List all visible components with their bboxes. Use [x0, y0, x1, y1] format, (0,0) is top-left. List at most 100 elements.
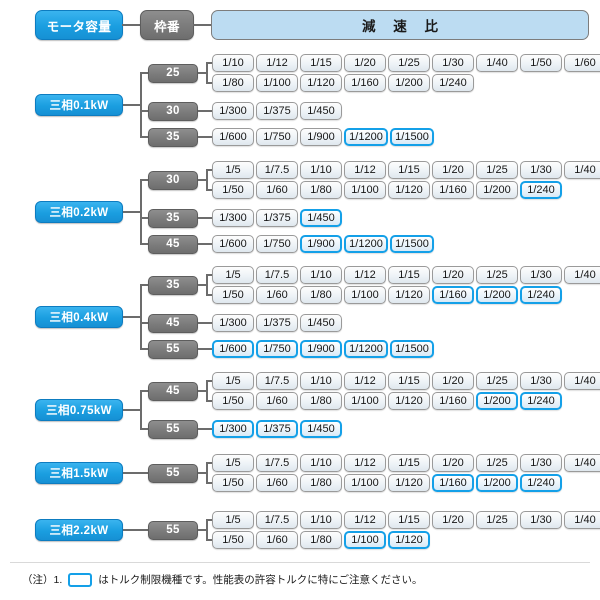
ratio-chip[interactable]: 1/7.5: [256, 266, 298, 284]
ratio-chip[interactable]: 1/25: [476, 161, 518, 179]
ratio-chip[interactable]: 1/80: [300, 392, 342, 410]
ratio-chip[interactable]: 1/100: [256, 74, 298, 92]
frame-number-label[interactable]: 35: [148, 275, 198, 295]
ratio-chip[interactable]: 1/10: [300, 266, 342, 284]
frame-number-label[interactable]: 35: [148, 127, 198, 147]
ratio-chip-torque-limited[interactable]: 1/1500: [390, 235, 434, 253]
ratio-chip[interactable]: 1/30: [520, 511, 562, 529]
ratio-chip[interactable]: 1/12: [344, 161, 386, 179]
ratio-chip[interactable]: 1/300: [212, 314, 254, 332]
ratio-chip[interactable]: 1/40: [564, 266, 600, 284]
ratio-chip[interactable]: 1/200: [476, 181, 518, 199]
frame-number-label[interactable]: 35: [148, 208, 198, 228]
ratio-chip[interactable]: 1/10: [300, 454, 342, 472]
ratio-chip[interactable]: 1/50: [212, 181, 254, 199]
ratio-chip[interactable]: 1/20: [432, 511, 474, 529]
ratio-chip-torque-limited[interactable]: 1/750: [256, 340, 298, 358]
ratio-chip[interactable]: 1/160: [432, 181, 474, 199]
frame-number-label[interactable]: 55: [148, 463, 198, 483]
ratio-chip-torque-limited[interactable]: 1/240: [520, 474, 562, 492]
ratio-chip-torque-limited[interactable]: 1/1200: [344, 128, 388, 146]
ratio-chip[interactable]: 1/120: [388, 181, 430, 199]
ratio-chip[interactable]: 1/80: [212, 74, 254, 92]
ratio-chip[interactable]: 1/25: [388, 54, 430, 72]
ratio-chip[interactable]: 1/20: [432, 266, 474, 284]
ratio-chip[interactable]: 1/7.5: [256, 511, 298, 529]
ratio-chip[interactable]: 1/10: [300, 372, 342, 390]
ratio-chip[interactable]: 1/30: [520, 161, 562, 179]
ratio-chip[interactable]: 1/7.5: [256, 372, 298, 390]
ratio-chip[interactable]: 1/30: [520, 372, 562, 390]
ratio-chip[interactable]: 1/25: [476, 511, 518, 529]
ratio-chip-torque-limited[interactable]: 1/200: [476, 286, 518, 304]
ratio-chip-torque-limited[interactable]: 1/1200: [344, 235, 388, 253]
ratio-chip[interactable]: 1/30: [432, 54, 474, 72]
ratio-chip-torque-limited[interactable]: 1/900: [300, 340, 342, 358]
ratio-chip[interactable]: 1/60: [256, 392, 298, 410]
ratio-chip[interactable]: 1/40: [564, 372, 600, 390]
ratio-chip[interactable]: 1/160: [432, 392, 474, 410]
ratio-chip-torque-limited[interactable]: 1/450: [300, 209, 342, 227]
ratio-chip[interactable]: 1/50: [212, 392, 254, 410]
ratio-chip[interactable]: 1/80: [300, 531, 342, 549]
ratio-chip-torque-limited[interactable]: 1/160: [432, 286, 474, 304]
frame-number-label[interactable]: 45: [148, 313, 198, 333]
frame-number-label[interactable]: 45: [148, 381, 198, 401]
ratio-chip-torque-limited[interactable]: 1/1200: [344, 340, 388, 358]
ratio-chip[interactable]: 1/10: [300, 161, 342, 179]
ratio-chip[interactable]: 1/25: [476, 454, 518, 472]
ratio-chip[interactable]: 1/100: [344, 474, 386, 492]
ratio-chip[interactable]: 1/20: [432, 454, 474, 472]
ratio-chip[interactable]: 1/5: [212, 266, 254, 284]
frame-number-label[interactable]: 55: [148, 339, 198, 359]
ratio-chip[interactable]: 1/60: [564, 54, 600, 72]
ratio-chip[interactable]: 1/60: [256, 286, 298, 304]
ratio-chip[interactable]: 1/120: [388, 392, 430, 410]
ratio-chip-torque-limited[interactable]: 1/120: [388, 531, 430, 549]
ratio-chip-torque-limited[interactable]: 1/900: [300, 235, 342, 253]
ratio-chip[interactable]: 1/40: [476, 54, 518, 72]
ratio-chip[interactable]: 1/100: [344, 392, 386, 410]
ratio-chip-torque-limited[interactable]: 1/1500: [390, 128, 434, 146]
ratio-chip[interactable]: 1/450: [300, 314, 342, 332]
ratio-chip[interactable]: 1/12: [344, 372, 386, 390]
ratio-chip[interactable]: 1/12: [344, 266, 386, 284]
ratio-chip[interactable]: 1/25: [476, 266, 518, 284]
ratio-chip-torque-limited[interactable]: 1/240: [520, 392, 562, 410]
ratio-chip[interactable]: 1/100: [344, 286, 386, 304]
ratio-chip[interactable]: 1/7.5: [256, 454, 298, 472]
motor-capacity-label[interactable]: 三相1.5kW: [35, 462, 123, 484]
ratio-chip[interactable]: 1/5: [212, 161, 254, 179]
ratio-chip[interactable]: 1/160: [344, 74, 386, 92]
ratio-chip[interactable]: 1/20: [432, 372, 474, 390]
ratio-chip-torque-limited[interactable]: 1/600: [212, 340, 254, 358]
ratio-chip[interactable]: 1/50: [212, 531, 254, 549]
ratio-chip[interactable]: 1/20: [432, 161, 474, 179]
ratio-chip[interactable]: 1/12: [344, 511, 386, 529]
ratio-chip[interactable]: 1/900: [300, 128, 342, 146]
ratio-chip[interactable]: 1/240: [432, 74, 474, 92]
ratio-chip[interactable]: 1/750: [256, 235, 298, 253]
ratio-chip[interactable]: 1/7.5: [256, 161, 298, 179]
ratio-chip-torque-limited[interactable]: 1/240: [520, 286, 562, 304]
ratio-chip-torque-limited[interactable]: 1/240: [520, 181, 562, 199]
frame-number-label[interactable]: 30: [148, 170, 198, 190]
ratio-chip[interactable]: 1/375: [256, 102, 298, 120]
ratio-chip[interactable]: 1/200: [388, 74, 430, 92]
ratio-chip[interactable]: 1/100: [344, 181, 386, 199]
ratio-chip[interactable]: 1/300: [212, 209, 254, 227]
ratio-chip-torque-limited[interactable]: 1/1500: [390, 340, 434, 358]
ratio-chip[interactable]: 1/40: [564, 454, 600, 472]
ratio-chip[interactable]: 1/50: [212, 474, 254, 492]
motor-capacity-label[interactable]: 三相0.75kW: [35, 399, 123, 421]
frame-number-label[interactable]: 45: [148, 234, 198, 254]
ratio-chip[interactable]: 1/5: [212, 454, 254, 472]
ratio-chip[interactable]: 1/15: [388, 454, 430, 472]
ratio-chip[interactable]: 1/30: [520, 454, 562, 472]
ratio-chip[interactable]: 1/15: [388, 372, 430, 390]
ratio-chip[interactable]: 1/80: [300, 474, 342, 492]
ratio-chip[interactable]: 1/12: [256, 54, 298, 72]
ratio-chip[interactable]: 1/40: [564, 511, 600, 529]
motor-capacity-label[interactable]: 三相0.1kW: [35, 94, 123, 116]
ratio-chip[interactable]: 1/120: [388, 286, 430, 304]
